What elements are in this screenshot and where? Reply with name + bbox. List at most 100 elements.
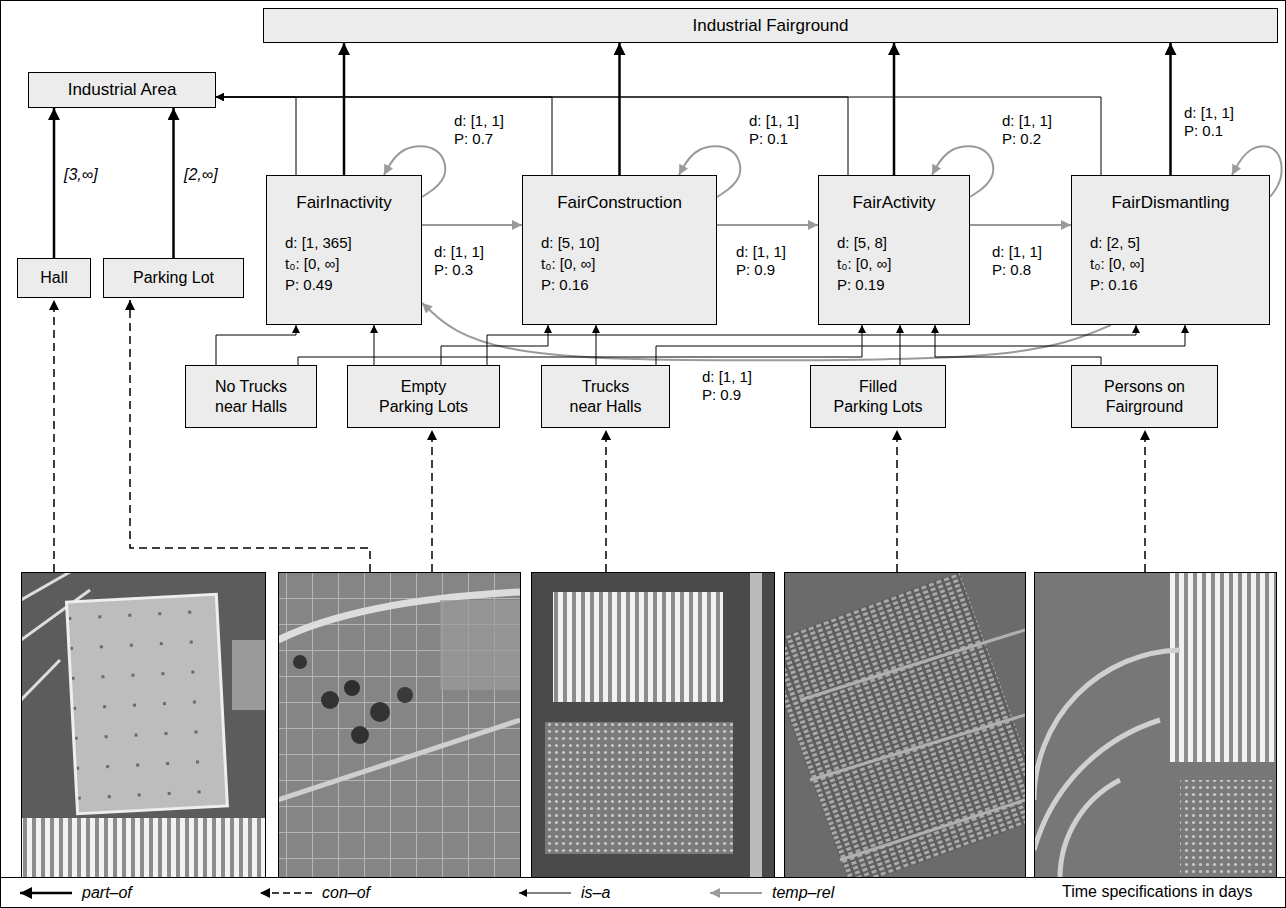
part-of-arrow — [53, 108, 56, 258]
concept-name: Empty Parking Lots — [376, 377, 472, 417]
is-a-arrow — [596, 325, 597, 365]
photo-lane — [800, 630, 1025, 860]
legend-text: is–a — [581, 884, 610, 902]
legend-divider — [0, 877, 1286, 878]
photo-road — [278, 720, 520, 800]
legend-entry: part–of — [18, 883, 132, 903]
photo-building — [232, 640, 265, 710]
is-a-arrow — [216, 325, 296, 365]
edge-label: d: [1, 1] P: 0.3 — [432, 243, 494, 279]
state-box: FairDismantlingd: [2, 5]t₀: [0, ∞]P: 0.1… — [1071, 175, 1270, 325]
parking-photo — [278, 572, 520, 877]
legend-sample — [18, 885, 74, 901]
state-parameter: d: [5, 8] — [819, 232, 887, 253]
is-a-arrow — [441, 325, 548, 365]
edge-label: d: [1, 1] P: 0.9 — [734, 243, 796, 279]
is-a-arrow — [374, 325, 375, 365]
legend-entry: temp–rel — [708, 883, 834, 903]
state-parameter: t₀: [0, ∞] — [1072, 253, 1144, 274]
part-of-arrow — [1169, 43, 1172, 175]
con-of-sample — [260, 892, 312, 894]
state-name: FairActivity — [852, 193, 935, 213]
state-parameter: d: [1, 365] — [267, 232, 352, 253]
parked-cars — [784, 572, 1025, 877]
concept-name: Hall — [40, 268, 68, 288]
state-box: FairConstructiond: [5, 10]t₀: [0, ∞]P: 0… — [522, 175, 717, 325]
hall-roof — [1180, 780, 1276, 877]
concept-name: Industrial Area — [68, 80, 177, 100]
temp-rel-arrow — [970, 224, 1071, 226]
photo-frame — [1035, 573, 1277, 878]
filled-parking-photo — [784, 572, 1025, 877]
concept-box: Filled Parking Lots — [810, 365, 946, 428]
legend-sample — [708, 885, 764, 901]
state-box: FairActivity d: [5, 8]t₀: [0, ∞]P: 0.19 — [818, 175, 970, 325]
concept-box: Industrial Fairground — [263, 8, 1278, 43]
edge-label: d: [1, 1] P: 0.8 — [990, 243, 1052, 279]
photo-ground — [21, 572, 265, 877]
is-a-arrow — [656, 325, 1185, 365]
part-of-arrow — [343, 43, 346, 175]
tree — [321, 691, 339, 709]
concept-box: No Trucks near Halls — [185, 365, 317, 428]
part-of-arrow — [893, 43, 896, 175]
state-name: FairDismantling — [1111, 193, 1229, 213]
state-parameter: P: 0.19 — [819, 274, 885, 295]
persons-photo — [1034, 572, 1276, 877]
concept-box: Trucks near Halls — [541, 365, 670, 428]
edge-label: [3,∞] — [62, 166, 100, 184]
edge-label: d: [1, 1] P: 0.9 — [700, 368, 762, 404]
state-box: FairInactivityd: [1, 365]t₀: [0, ∞]P: 0.… — [266, 175, 422, 325]
state-name: FairInactivity — [296, 193, 391, 213]
state-parameter: P: 0.16 — [1072, 274, 1138, 295]
photo-path — [1034, 650, 1180, 877]
con-of-arrow — [130, 300, 370, 572]
legend-entry: con–of — [258, 883, 370, 903]
is-a-arrow — [935, 325, 1101, 365]
is-a-arrow — [216, 97, 296, 175]
concept-name: Filled Parking Lots — [832, 377, 925, 417]
is-a-arrow — [487, 325, 1136, 365]
tree — [397, 687, 413, 703]
is-a-arrow — [216, 97, 848, 175]
photo-road — [750, 572, 762, 877]
con-of-arrow — [896, 430, 898, 572]
edge-label: [2,∞] — [182, 166, 220, 184]
striped-roof — [553, 592, 723, 702]
tree — [344, 680, 360, 696]
temp-rel-arrow — [422, 224, 522, 226]
con-of-arrow — [431, 430, 433, 572]
is-a-arrow — [216, 97, 1101, 175]
trucks-photo — [531, 572, 774, 877]
photo-ground — [1034, 572, 1276, 877]
concept-name: Persons on Fairground — [1102, 377, 1187, 417]
legend-entry: is–a — [517, 883, 610, 903]
edge-label: d: [1, 1] P: 0.1 — [1182, 104, 1244, 140]
note-text: Time specifications in days — [1062, 883, 1253, 901]
concept-name: Industrial Fairground — [693, 16, 849, 36]
state-parameter: d: [5, 10] — [523, 232, 599, 253]
temp-rel-arrow — [717, 224, 818, 226]
concept-name: Trucks near Halls — [568, 377, 643, 417]
state-parameter: t₀: [0, ∞] — [819, 253, 891, 274]
hall-roof — [67, 594, 228, 814]
concept-box: Persons on Fairground — [1071, 365, 1218, 428]
con-of-lines — [54, 300, 1145, 572]
tree — [293, 655, 307, 669]
photo-frame — [532, 573, 775, 878]
hall-photo — [21, 572, 265, 877]
tree — [351, 726, 369, 744]
photo-field — [440, 600, 520, 690]
striped-roof — [1170, 572, 1276, 762]
is-a-arrow — [216, 97, 552, 175]
edge-label: d: [1, 1] P: 0.2 — [1000, 112, 1062, 148]
edge-label: d: [1, 1] P: 0.7 — [452, 112, 514, 148]
is-a-arrow — [900, 325, 901, 365]
